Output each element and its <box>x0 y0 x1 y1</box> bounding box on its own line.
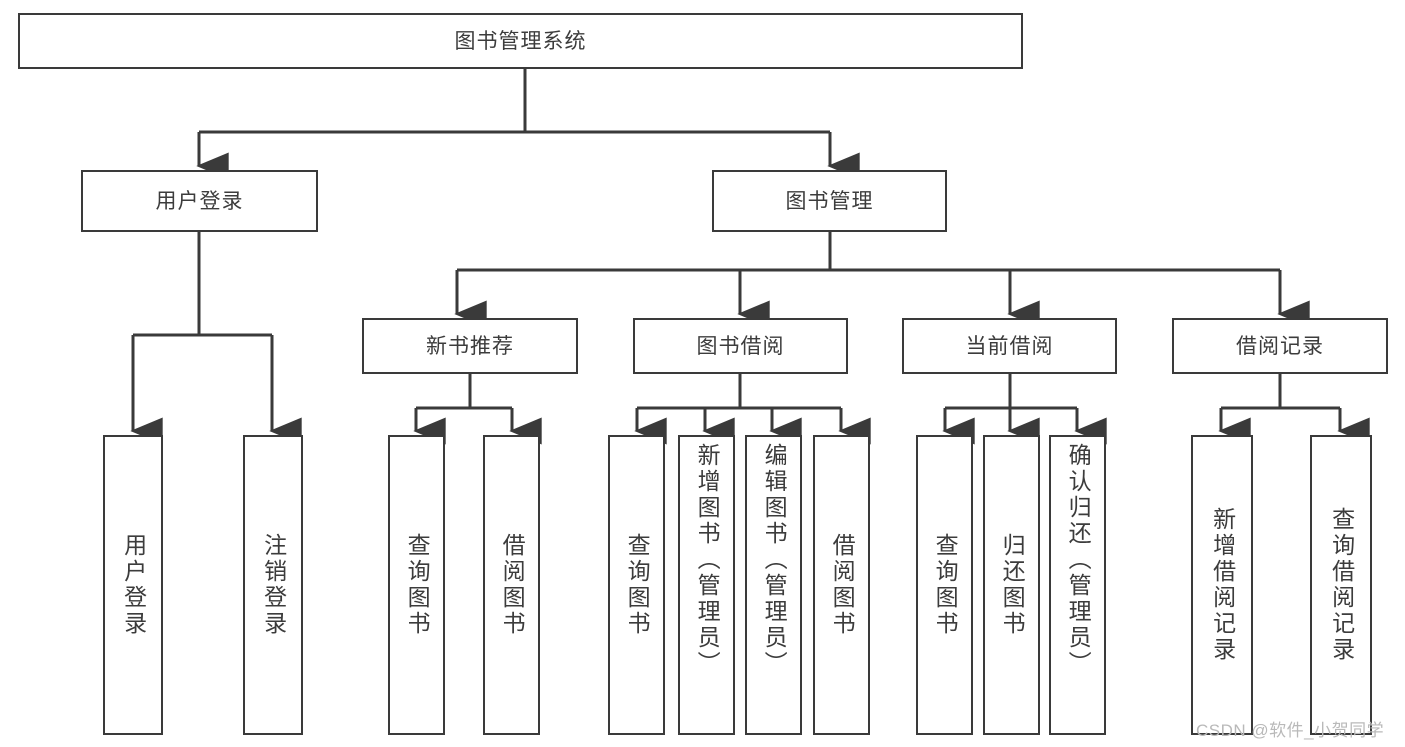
node-leaf-edit-book-admin-label: 编辑图书（管理员） <box>761 443 788 677</box>
node-leaf-logout-label: 注销登录 <box>260 533 287 637</box>
node-tier2-borrow-record[interactable]: 借阅记录 <box>1172 318 1388 374</box>
node-leaf-add-book-admin-label: 新增图书（管理员） <box>694 443 721 677</box>
node-leaf-query-book-borrow-label: 查询图书 <box>624 533 651 637</box>
node-leaf-user-login-label: 用户登录 <box>120 533 147 637</box>
node-leaf-borrow-book-label: 借阅图书 <box>829 533 856 637</box>
node-leaf-edit-book-admin[interactable]: 编辑图书（管理员） <box>745 435 802 735</box>
node-leaf-query-borrow-record-label: 查询借阅记录 <box>1328 507 1355 663</box>
node-tier1-book-management[interactable]: 图书管理 <box>712 170 947 232</box>
node-tier2-book-borrow[interactable]: 图书借阅 <box>633 318 848 374</box>
node-leaf-logout[interactable]: 注销登录 <box>243 435 303 735</box>
node-tier2-current-borrow-label: 当前借阅 <box>965 334 1054 358</box>
node-tier1-user-login[interactable]: 用户登录 <box>81 170 318 232</box>
node-tier2-new-book-recommend[interactable]: 新书推荐 <box>362 318 578 374</box>
node-leaf-query-book-recommend-label: 查询图书 <box>404 533 431 637</box>
node-leaf-query-book-current-label: 查询图书 <box>932 533 959 637</box>
node-root-label: 图书管理系统 <box>454 29 587 53</box>
node-leaf-return-book[interactable]: 归还图书 <box>983 435 1040 735</box>
node-leaf-borrow-book[interactable]: 借阅图书 <box>813 435 870 735</box>
node-leaf-return-book-label: 归还图书 <box>999 533 1026 637</box>
node-leaf-confirm-return-admin-label: 确认归还（管理员） <box>1065 443 1092 677</box>
node-leaf-add-borrow-record[interactable]: 新增借阅记录 <box>1191 435 1253 735</box>
node-leaf-add-borrow-record-label: 新增借阅记录 <box>1209 507 1236 663</box>
node-tier1-book-management-label: 图书管理 <box>785 189 874 213</box>
node-tier2-new-book-recommend-label: 新书推荐 <box>426 334 514 358</box>
node-leaf-query-borrow-record[interactable]: 查询借阅记录 <box>1310 435 1372 735</box>
node-tier2-current-borrow[interactable]: 当前借阅 <box>902 318 1117 374</box>
node-leaf-add-book-admin[interactable]: 新增图书（管理员） <box>678 435 735 735</box>
node-tier2-book-borrow-label: 图书借阅 <box>696 334 785 358</box>
csdn-watermark: CSDN @软件_小贺同学 <box>1196 721 1385 740</box>
node-leaf-query-book-borrow[interactable]: 查询图书 <box>608 435 665 735</box>
node-leaf-user-login[interactable]: 用户登录 <box>103 435 163 735</box>
node-tier1-user-login-label: 用户登录 <box>155 189 244 213</box>
node-leaf-borrow-book-recommend[interactable]: 借阅图书 <box>483 435 540 735</box>
node-leaf-query-book-current[interactable]: 查询图书 <box>916 435 973 735</box>
node-leaf-query-book-recommend[interactable]: 查询图书 <box>388 435 445 735</box>
node-tier2-borrow-record-label: 借阅记录 <box>1236 334 1324 358</box>
node-leaf-confirm-return-admin[interactable]: 确认归还（管理员） <box>1049 435 1106 735</box>
node-leaf-borrow-book-recommend-label: 借阅图书 <box>499 533 526 637</box>
node-root[interactable]: 图书管理系统 <box>18 13 1023 69</box>
